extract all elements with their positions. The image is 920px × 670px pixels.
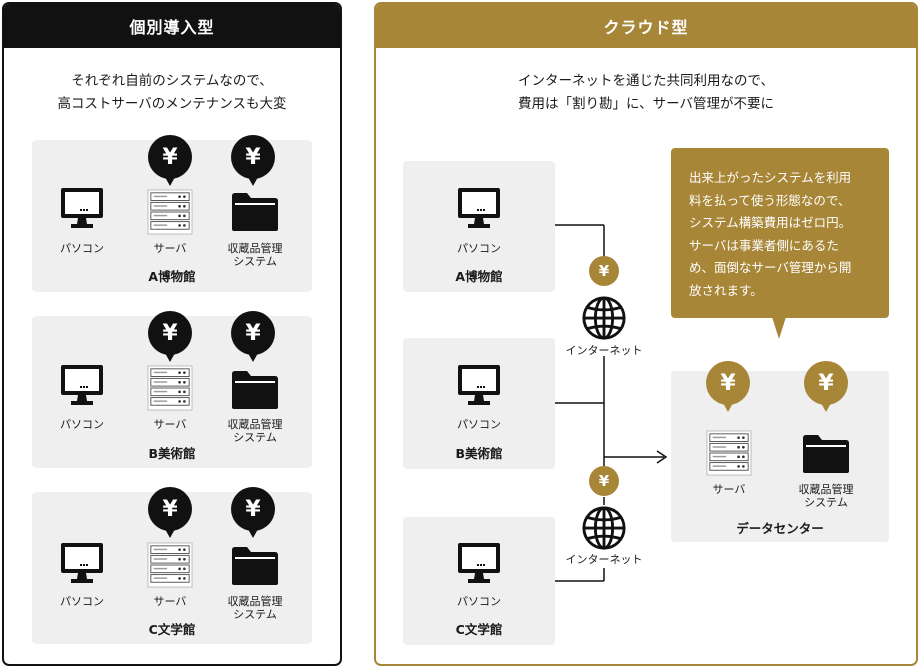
note-line: 放されます。 — [689, 282, 763, 298]
pc-label: パソコン — [60, 418, 104, 431]
cloud-note-callout: 出来上がったシステムを利用 料を払って使う形態なので、 システム構築費用はゼロ円… — [671, 148, 889, 318]
client-a-name: A博物館 — [455, 269, 503, 284]
collection-system-label-line2: システム — [233, 608, 277, 621]
yen-icon: ¥ — [231, 311, 275, 362]
pc-icon — [457, 541, 501, 585]
note-line: め、面倒なサーバ管理から開 — [689, 260, 852, 275]
pc-icon — [457, 186, 501, 230]
globe-icon — [581, 295, 627, 341]
pc-label: パソコン — [457, 595, 501, 608]
note-line: 料を払って使う形態なので、 — [689, 192, 851, 208]
datacenter-box — [671, 371, 889, 542]
collection-system-label-line2: システム — [233, 255, 277, 268]
arrow-head — [656, 450, 668, 464]
internet-label: インターネット — [565, 553, 643, 566]
yen-icon: ¥ — [148, 487, 192, 538]
collection-system-label-line1: 収蔵品管理 — [227, 418, 283, 431]
collection-system-label-line1: 収蔵品管理 — [227, 595, 283, 608]
yen-icon: ¥ — [148, 135, 192, 186]
globe-icon — [581, 505, 627, 551]
group-c-name: C文学館 — [148, 622, 196, 637]
collection-system-label-line1: 収蔵品管理 — [227, 242, 283, 255]
pc-label: パソコン — [457, 242, 501, 255]
note-line: 出来上がったシステムを利用 — [689, 170, 852, 185]
pc-label: パソコン — [60, 242, 104, 255]
yen-icon: ¥ — [589, 466, 619, 496]
server-label: サーバ — [153, 242, 187, 255]
server-label: サーバ — [153, 418, 187, 431]
client-b-name: B美術館 — [455, 446, 503, 461]
group-b-name: B美術館 — [148, 446, 196, 461]
collection-system-label: 収蔵品管理 システム — [215, 595, 295, 621]
collection-system-label-line2: システム — [233, 431, 277, 444]
server-label: サーバ — [712, 483, 746, 496]
on-premise-description: それぞれ自前のシステムなので、 高コストサーバのメンテナンスも大変 — [4, 70, 340, 116]
server-icon — [706, 430, 752, 476]
yen-icon: ¥ — [804, 361, 848, 412]
pc-label: パソコン — [457, 418, 501, 431]
yen-icon: ¥ — [231, 487, 275, 538]
cloud-title: クラウド型 — [376, 4, 916, 48]
cloud-description: インターネットを通じた共同利用なので、 費用は「割り勘」に、サーバ管理が不要に — [376, 70, 916, 116]
server-label: サーバ — [153, 595, 187, 608]
collection-system-label: 収蔵品管理 システム — [215, 418, 295, 444]
internet-label: インターネット — [565, 344, 643, 357]
client-c-name: C文学館 — [455, 622, 503, 637]
pc-icon — [457, 363, 501, 407]
on-premise-desc-line2: 高コストサーバのメンテナンスも大変 — [57, 96, 287, 112]
yen-icon: ¥ — [231, 135, 275, 186]
on-premise-title: 個別導入型 — [4, 4, 340, 48]
group-a-name: A博物館 — [148, 269, 196, 284]
cloud-desc-line2: 費用は「割り勘」に、サーバ管理が不要に — [518, 96, 774, 112]
yen-icon: ¥ — [148, 311, 192, 362]
on-premise-desc-line1: それぞれ自前のシステムなので、 — [71, 73, 273, 89]
note-line: サーバは事業者側にあるた — [689, 237, 839, 253]
collection-system-label: 収蔵品管理 システム — [215, 242, 295, 268]
collection-system-label-line1: 収蔵品管理 — [798, 483, 854, 496]
folder-icon — [802, 434, 850, 474]
callout-tail — [772, 317, 786, 339]
collection-system-label-line2: システム — [804, 496, 848, 509]
yen-icon: ¥ — [589, 256, 619, 286]
collection-system-label: 収蔵品管理 システム — [786, 483, 866, 509]
yen-icon: ¥ — [706, 361, 750, 412]
note-line: システム構築費用はゼロ円。 — [689, 215, 852, 230]
cloud-desc-line1: インターネットを通じた共同利用なので、 — [518, 73, 774, 89]
datacenter-name: データセンター — [736, 521, 824, 536]
pc-label: パソコン — [60, 595, 104, 608]
